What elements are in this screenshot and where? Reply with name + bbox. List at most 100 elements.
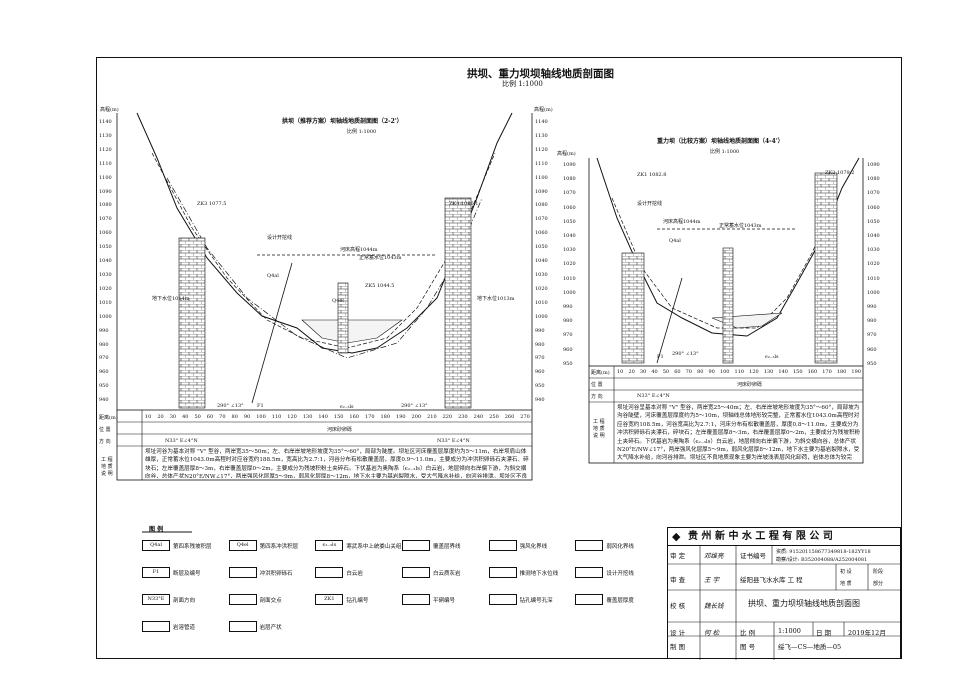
distance-tick: 270 — [520, 414, 530, 420]
legend-symbol — [228, 621, 257, 632]
legend-item: 设计开挖线 — [575, 567, 662, 578]
elev-tick: 1010 — [563, 275, 576, 282]
elev-tick: 1070 — [563, 190, 576, 197]
legend-label: 白云质灰岩 — [432, 570, 461, 577]
elev-tick: 1040 — [563, 233, 576, 240]
elev-tick: 1090 — [867, 162, 880, 168]
distance-tick: 230 — [458, 414, 468, 420]
sheet-value: 绥飞—CS—地质—05 — [778, 643, 842, 651]
elev-tick: 1060 — [99, 230, 112, 237]
row-sign-1: 王 宇 — [704, 576, 720, 584]
legend-symbol — [488, 567, 517, 578]
left-notes-label: 工 程 地 质 说 明 — [101, 457, 113, 477]
date-label: 日 期 — [816, 629, 832, 637]
elev-tick: 1130 — [535, 132, 548, 139]
legend-label: 白云岩 — [346, 570, 363, 577]
right-elev-label: 高程(m) — [557, 151, 576, 157]
legend-symbol — [488, 594, 517, 605]
stage-1: 初 设 — [840, 569, 852, 575]
elev-tick: 1080 — [535, 202, 548, 209]
legend-item: 剖面交点 — [228, 594, 316, 605]
title-block: ◆ 贵 州 新 中 水 工 程 有 限 公 司 审 定 邓维亮 证书编号 资质:… — [667, 527, 902, 660]
right-section-scale: 比例 1:1000 — [710, 149, 740, 155]
legend-label: 强风化界线 — [519, 543, 548, 550]
distance-tick: 150 — [333, 414, 344, 420]
company-name-text: 贵 州 新 中 水 工 程 有 限 公 司 — [688, 531, 833, 542]
legend-label: 弱风化界线 — [606, 543, 634, 550]
distance-tick: 150 — [792, 369, 803, 375]
row-sign-0: 邓维亮 — [704, 552, 724, 560]
left-ls-label: ϵ₂₋₃ls — [340, 404, 354, 410]
elev-tick: 980 — [563, 318, 573, 325]
elev-tick: 950 — [867, 360, 877, 367]
stage-4: 部分 — [873, 581, 884, 587]
left-f1-label: F1 — [257, 403, 264, 409]
distance-tick: 190 — [851, 369, 861, 375]
distance-tick: 90 — [708, 369, 715, 375]
elev-tick: 1030 — [99, 271, 112, 278]
distance-tick: 120 — [749, 369, 759, 375]
elev-tick: 1050 — [535, 244, 548, 251]
elev-tick: 1120 — [99, 146, 112, 153]
distance-tick: 210 — [427, 414, 437, 420]
elev-tick: 960 — [563, 346, 573, 353]
legend-symbol — [315, 567, 344, 578]
elev-tick: 1090 — [99, 188, 112, 195]
distance-tick: 50 — [662, 369, 670, 375]
drawing-title: 拱坝、重力坝坝轴线地质剖面图 — [467, 68, 614, 80]
left-direction-left: N33° E∠4°N — [165, 438, 198, 444]
distance-tick: 40 — [182, 414, 189, 420]
left-position-label: 位 置 — [99, 427, 111, 433]
elev-tick: 1040 — [867, 233, 880, 240]
right-river-level-label: 河床高程1044m — [663, 219, 701, 225]
elev-tick: 1040 — [99, 258, 112, 265]
legend-label: 覆盖层厚度 — [606, 597, 634, 604]
left-water-left: 地下水位1014m — [152, 296, 190, 302]
distance-tick: 20 — [628, 369, 635, 375]
legend-item: 岩溶管道 — [142, 621, 229, 632]
right-strike-label: 290° ∠13° — [672, 351, 699, 357]
qual-2: 勘察/设计: B352004088/A252004081 — [776, 557, 868, 563]
left-section-scale: 比例 1:1000 — [347, 129, 377, 135]
elev-tick: 1140 — [99, 119, 112, 125]
left-strike-right: 290° ∠13° — [401, 403, 428, 409]
legend-symbol — [228, 567, 257, 578]
distance-tick: 140 — [778, 369, 788, 375]
distance-tick: 240 — [473, 414, 484, 420]
legend-item: 白云岩 — [315, 567, 402, 578]
elev-tick: 1010 — [867, 275, 880, 282]
legend-label: 设计开挖线 — [606, 570, 634, 577]
right-ls-label: ϵ₂₋₃ls — [765, 354, 779, 360]
stage-3: 地 质 — [840, 581, 852, 587]
distance-tick: 250 — [489, 414, 499, 420]
elev-tick: 1020 — [535, 285, 548, 292]
elev-tick: 1030 — [867, 247, 880, 254]
legend-item: 钻孔编号孔深 — [488, 594, 576, 605]
left-position-value: 河床砂卵砾 — [327, 427, 353, 433]
legend-symbol: Q4al — [142, 540, 170, 551]
distance-tick: 30 — [639, 369, 647, 375]
elev-tick: 1070 — [867, 190, 880, 197]
distance-tick: 90 — [243, 414, 251, 420]
right-design-line-label: 设计开挖线 — [637, 201, 663, 207]
left-q4-label: Q4al — [267, 273, 279, 279]
distance-tick: 10 — [145, 414, 152, 420]
legend-label: 第四系残坡积层 — [173, 543, 212, 550]
left-section-drawing — [116, 112, 533, 481]
left-distance-label: 距离(m) — [99, 415, 118, 421]
left-zk-left: ZK3 1077.5 — [197, 201, 227, 207]
elev-tick: 990 — [535, 327, 545, 334]
qual-1: 资质: 91520115867734981­8-182YY18 — [776, 549, 871, 555]
distance-tick: 70 — [685, 369, 692, 375]
distance-tick: 120 — [287, 414, 297, 420]
distance-tick: 180 — [836, 369, 847, 375]
legend-symbol — [401, 567, 430, 578]
elev-tick: 940 — [99, 397, 109, 404]
scale-label: 比 例 — [740, 629, 756, 637]
legend-symbol — [488, 540, 517, 551]
left-q4b-label: Q4el — [332, 298, 344, 304]
